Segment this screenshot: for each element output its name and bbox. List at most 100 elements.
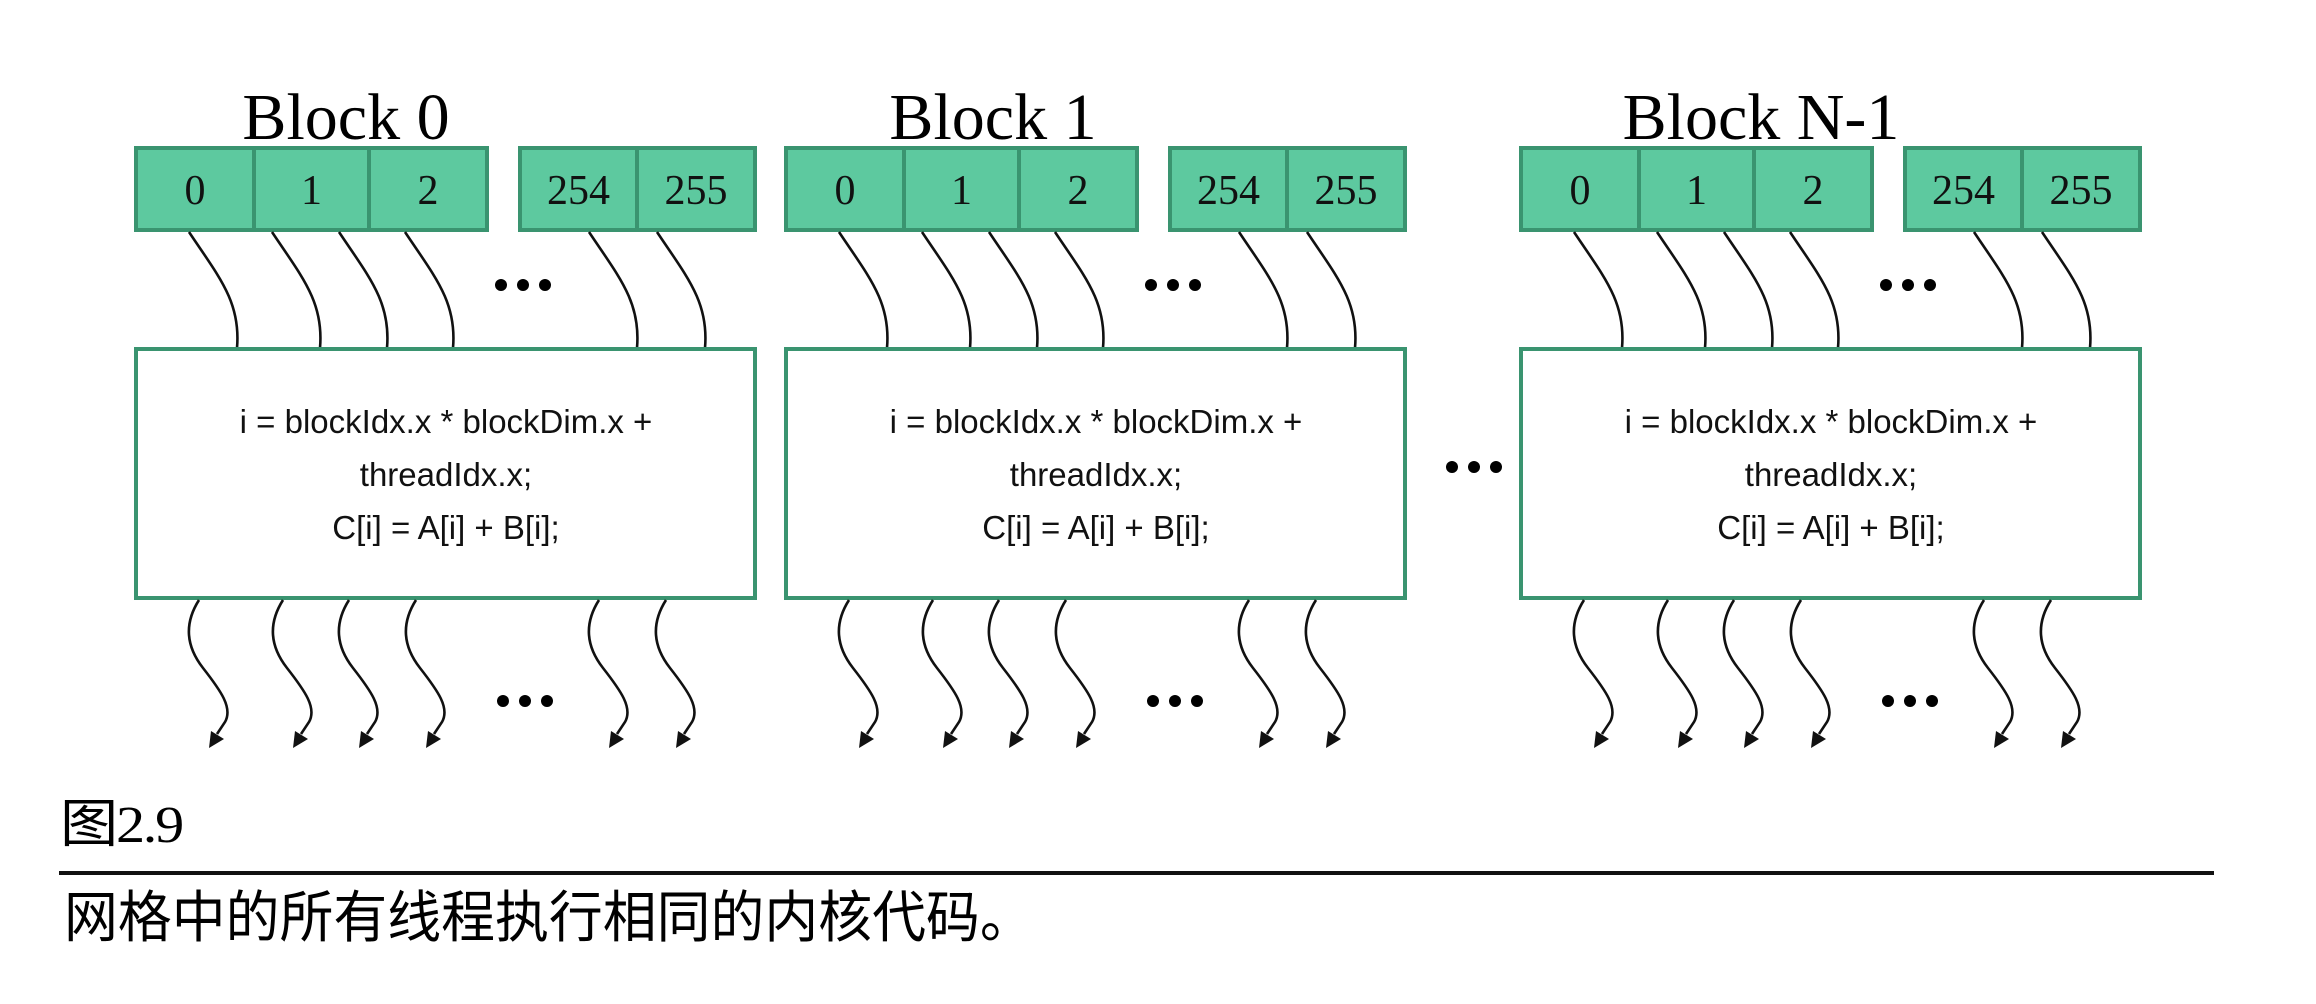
ellipsis-dot [1446,461,1458,473]
ellipsis-dot [1880,279,1892,291]
thread-curve [987,231,1039,349]
figure-number: 图2.9 [60,797,184,854]
thread-cell: 1 [902,146,1021,232]
ellipsis-dot [1191,695,1203,707]
thread-group-border [1168,146,1407,232]
thread-cell: 0 [134,146,256,232]
output-arrow-shaft [271,599,313,735]
arrow-head-icon [1744,731,1759,748]
thread-curve [403,231,455,349]
ellipsis-dot [1167,279,1179,291]
thread-curve [1237,231,1289,349]
thread-group-last: 254 255 [518,146,757,232]
thread-cell: 0 [1519,146,1641,232]
thread-group-border [784,146,1139,232]
thread-curve [1053,231,1105,349]
ellipsis-dot [541,695,553,707]
thread-curve [187,231,239,349]
thread-cell: 255 [635,146,757,232]
arrow-head-icon [1678,731,1693,748]
code-line-1: i = blockIdx.x * blockDim.x + [1625,403,2038,440]
kernel-code-box [134,347,757,600]
code-line-3: C[i] = A[i] + B[i]; [982,509,1209,546]
output-arrow-shaft [987,599,1029,735]
arrow-head-icon [2061,731,2076,748]
thread-cell: 255 [2020,146,2142,232]
figure-caption: 网格中的所有线程执行相同的内核代码。 [64,886,1034,951]
thread-index-label: 254 [1197,168,1260,214]
code-line-3: C[i] = A[i] + B[i]; [1717,509,1944,546]
kernel-code-box [784,347,1407,600]
arrow-head-icon [1811,731,1826,748]
thread-curve [270,231,322,349]
arrow-head-icon [1009,731,1024,748]
output-ellipsis-icon [1882,695,1938,707]
thread-cell: 1 [1637,146,1756,232]
output-arrow-shaft [1237,599,1279,735]
output-arrow-shaft [1972,599,2014,735]
ellipsis-dot [1902,279,1914,291]
arrow-head-icon [209,731,224,748]
ellipsis-dot [497,695,509,707]
arrow-head-icon [1076,731,1091,748]
arrow-head-icon [609,731,624,748]
arrow-head-icon [1259,731,1274,748]
ellipsis-dot [1490,461,1502,473]
thread-output-arrows [837,599,1346,748]
thread-cell: 254 [1168,146,1289,232]
output-arrow-shaft [1304,599,1346,735]
output-arrow-shaft [1572,599,1614,735]
thread-to-kernel-curves [1572,231,2092,349]
thread-index-label: 255 [1315,168,1378,214]
thread-curve [1722,231,1774,349]
arrow-head-icon [293,731,308,748]
thread-curve [2040,231,2092,349]
output-arrow-shaft [404,599,446,735]
thread-index-label: 2 [1803,168,1824,214]
ellipsis-dot [519,695,531,707]
thread-cell-box [1752,146,1874,232]
arrow-head-icon [859,731,874,748]
thread-index-label: 254 [547,168,610,214]
thread-curve [920,231,972,349]
thread-output-arrows [1572,599,2081,748]
code-line-1: i = blockIdx.x * blockDim.x + [890,403,1303,440]
ellipsis-dot [495,279,507,291]
ellipsis-dot [1904,695,1916,707]
thread-index-label: 2 [418,168,439,214]
thread-index-label: 1 [951,168,972,214]
arrow-head-icon [943,731,958,748]
ellipsis-dot [1468,461,1480,473]
ellipsis-dot [1926,695,1938,707]
block-title: Block 0 [242,81,449,154]
ellipsis-dot [1147,695,1159,707]
thread-cell: 2 [367,146,489,232]
thread-ellipsis-icon [1880,279,1936,291]
output-arrow-shaft [921,599,963,735]
arrow-head-icon [1594,731,1609,748]
thread-index-label: 0 [835,168,856,214]
thread-curve [655,231,707,349]
kernel-code-box [1519,347,2142,600]
block-title: Block N-1 [1623,81,1900,154]
ellipsis-dot [1924,279,1936,291]
thread-group-border [1519,146,1874,232]
thread-to-kernel-curves [187,231,707,349]
code-line-2: threadIdx.x; [360,456,532,493]
ellipsis-dot [1145,279,1157,291]
output-arrow-shaft [2039,599,2081,735]
thread-cell: 254 [1903,146,2024,232]
more-blocks-ellipsis-icon [1446,461,1502,473]
thread-group-last: 254 255 [1168,146,1407,232]
ellipsis-dot [1189,279,1201,291]
arrow-head-icon [1994,731,2009,748]
thread-index-label: 0 [185,168,206,214]
output-arrow-shaft [187,599,229,735]
output-arrow-shaft [1789,599,1831,735]
